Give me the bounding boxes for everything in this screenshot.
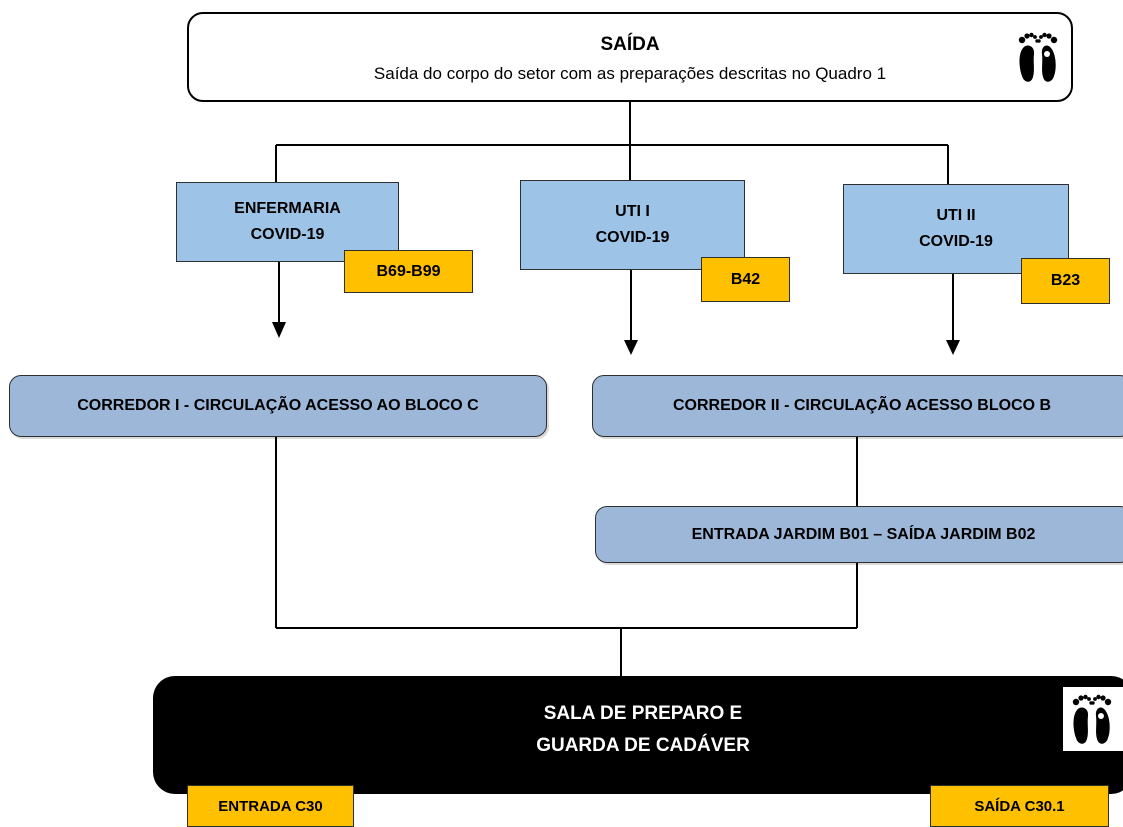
tag-saida: SAÍDA C30.1 [930, 785, 1109, 827]
corridor-2: CORREDOR II - CIRCULAÇÃO ACESSO BLOCO B [592, 375, 1123, 437]
footprints-icon [1018, 32, 1058, 82]
corridor-1: CORREDOR I - CIRCULAÇÃO ACESSO AO BLOCO … [9, 375, 547, 437]
arrowhead-enfermaria [272, 322, 286, 338]
tag-entrada-label: ENTRADA C30 [218, 797, 323, 815]
unit-enfermaria-line1: ENFERMARIA [234, 200, 341, 217]
sala-footprints-box [1063, 687, 1123, 751]
corridor-2-label: CORREDOR II - CIRCULAÇÃO ACESSO BLOCO B [672, 397, 1052, 414]
saida-subtitle: Saída do corpo do setor com as preparaçõ… [373, 64, 887, 83]
unit-enfermaria-line2: COVID-19 [250, 226, 325, 243]
sala-preparo-box: SALA DE PREPARO E GUARDA DE CADÁVER [153, 676, 1123, 794]
tag-uti1-label: B42 [730, 270, 761, 288]
unit-uti1-line2: COVID-19 [595, 229, 670, 246]
tag-entrada: ENTRADA C30 [187, 785, 354, 827]
tag-saida-label: SAÍDA C30.1 [974, 797, 1065, 815]
tag-enfermaria: B69-B99 [344, 250, 473, 293]
garden-passage-label: ENTRADA JARDIM B01 – SAÍDA JARDIM B02 [691, 525, 1036, 543]
arrowhead-uti2 [946, 340, 960, 355]
corridor-1-label: CORREDOR I - CIRCULAÇÃO ACESSO AO BLOCO … [77, 397, 479, 414]
unit-uti2-line2: COVID-19 [919, 233, 993, 250]
saida-box: SAÍDA Saída do corpo do setor com as pre… [187, 12, 1073, 102]
tag-enfermaria-label: B69-B99 [376, 262, 441, 280]
saida-title: SAÍDA [600, 34, 660, 55]
sala-line1: SALA DE PREPARO E [543, 703, 743, 724]
unit-uti2-line1: UTI II [936, 207, 976, 224]
sala-line2: GUARDA DE CADÁVER [536, 735, 750, 756]
unit-enfermaria: ENFERMARIA COVID-19 [176, 182, 399, 262]
footprints-icon [1072, 694, 1112, 744]
tag-uti1: B42 [701, 257, 790, 302]
arrowhead-uti1 [624, 340, 638, 355]
garden-passage: ENTRADA JARDIM B01 – SAÍDA JARDIM B02 [595, 506, 1123, 563]
unit-uti1-line1: UTI I [615, 203, 650, 220]
tag-uti2: B23 [1021, 258, 1110, 304]
unit-uti1: UTI I COVID-19 [520, 180, 745, 270]
tag-uti2-label: B23 [1050, 272, 1081, 289]
